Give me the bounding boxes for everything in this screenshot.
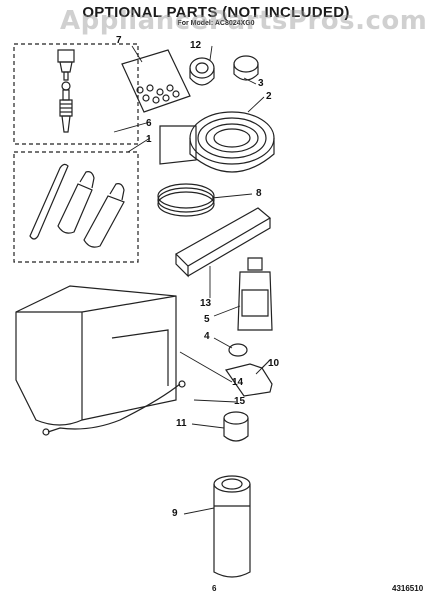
foam-strip-icon bbox=[175, 207, 272, 278]
page-number: 6 bbox=[212, 584, 217, 593]
callout-3: 3 bbox=[258, 78, 264, 89]
spray-can-icon bbox=[213, 475, 251, 578]
header: OPTIONAL PARTS (NOT INCLUDED) For Model:… bbox=[0, 4, 432, 27]
callout-1: 1 bbox=[146, 134, 152, 145]
dashed-box-kit-1 bbox=[13, 151, 139, 263]
callout-12: 12 bbox=[190, 40, 202, 51]
valve-icon bbox=[57, 49, 75, 133]
document-number: 4316510 bbox=[392, 584, 424, 593]
tape-roll-icon bbox=[189, 55, 259, 86]
callout-10: 10 bbox=[268, 358, 280, 369]
sealant-tubes-icon bbox=[29, 163, 125, 248]
dashed-box-kit-6 bbox=[13, 43, 139, 145]
callout-11: 11 bbox=[176, 418, 187, 429]
gasket-ring-icon bbox=[157, 183, 215, 217]
leader-lines bbox=[113, 45, 265, 515]
model-subtitle: For Model: AC8024XG0 bbox=[177, 20, 255, 27]
insulation-coil-icon bbox=[159, 111, 275, 173]
callout-5: 5 bbox=[204, 314, 210, 325]
hardware-bag-icon bbox=[121, 49, 191, 113]
page-title: OPTIONAL PARTS (NOT INCLUDED) bbox=[82, 4, 350, 21]
filter-cup-icon bbox=[223, 411, 249, 442]
callout-14: 14 bbox=[232, 377, 244, 388]
callout-15: 15 bbox=[234, 396, 246, 407]
cap-icon bbox=[228, 343, 248, 357]
callout-9: 9 bbox=[172, 508, 178, 519]
tie-cord-icon bbox=[42, 380, 186, 436]
cleaner-bottle-icon bbox=[237, 257, 273, 331]
callout-4: 4 bbox=[204, 331, 210, 342]
callout-2: 2 bbox=[266, 91, 272, 102]
callout-6: 6 bbox=[146, 118, 152, 129]
cover-icon bbox=[15, 285, 177, 426]
callout-13: 13 bbox=[200, 298, 212, 309]
callout-8: 8 bbox=[256, 188, 262, 199]
callout-7: 7 bbox=[116, 35, 122, 46]
